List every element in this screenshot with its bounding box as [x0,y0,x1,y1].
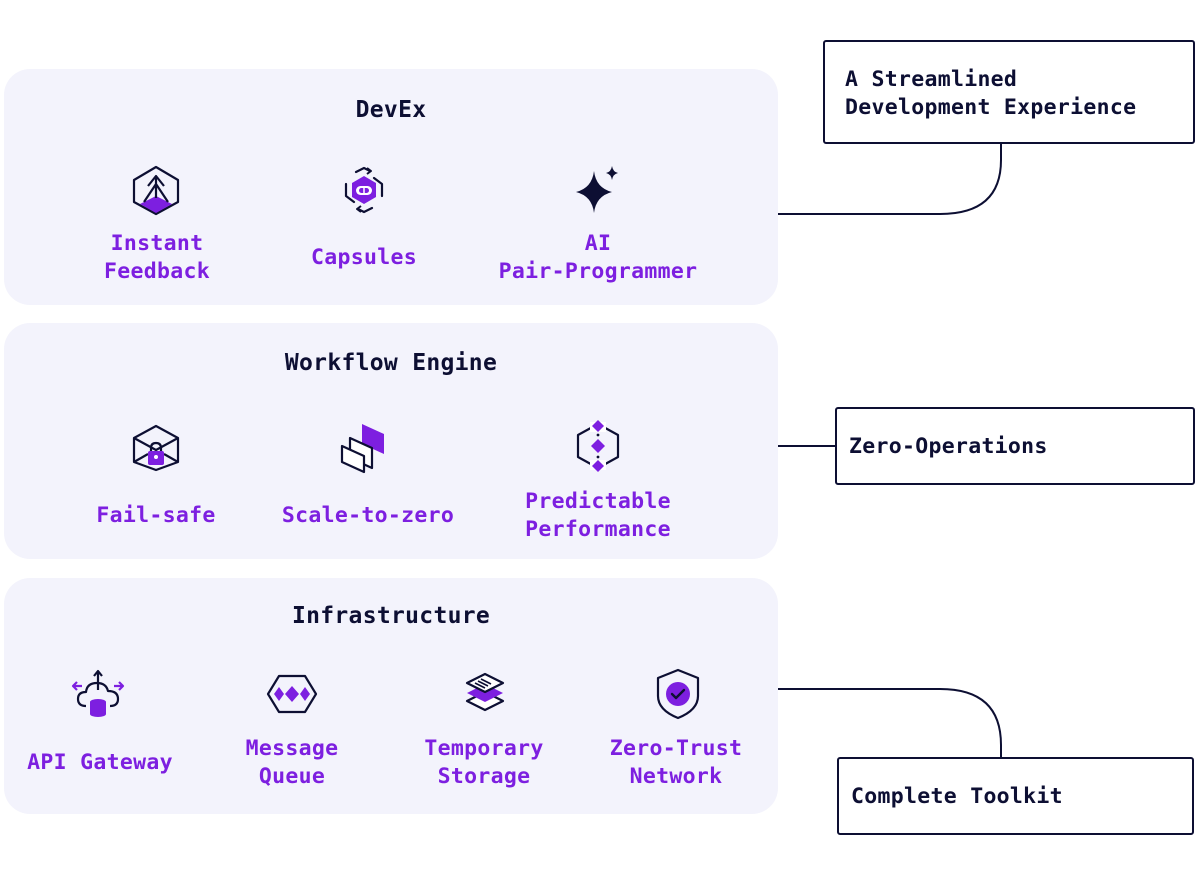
predictable-performance-icon [570,418,626,474]
infrastructure-callout: Complete Toolkit [837,757,1194,835]
ai-pair-programmer-label: AI Pair-Programmer [498,231,698,284]
instant-feedback-icon [128,162,184,218]
sparkle-icon [570,162,626,218]
shield-check-icon [650,666,706,722]
api-gateway-label: API Gateway [27,750,173,775]
scale-to-zero-label: Scale-to-zero [281,503,455,528]
temporary-storage-label: Temporary Storage [424,736,544,789]
connector-devex [778,144,1002,215]
layered-storage-icon [457,666,513,722]
instant-feedback-label: Instant Feedback [104,231,210,284]
message-queue-label: Message Queue [245,736,339,789]
connector-infrastructure [778,688,1002,758]
capsules-icon [336,162,392,218]
workflow-callout: Zero-Operations [835,407,1195,485]
devex-callout: A Streamlined Development Experience [823,40,1195,144]
api-gateway-cloud-icon [70,666,126,722]
scale-to-zero-icon [336,420,392,476]
fail-safe-lock-icon [128,420,184,476]
panel-title: DevEx [355,97,427,123]
zero-trust-network-label: Zero-Trust Network [609,736,743,789]
fail-safe-label: Fail-safe [96,503,216,528]
panel-title: Infrastructure [291,603,491,629]
workflow-engine-panel: Workflow Engine [4,323,778,559]
panel-title: Workflow Engine [284,350,498,376]
capsules-label: Capsules [311,245,417,270]
predictable-performance-label: Predictable Performance [525,489,671,542]
message-queue-icon [264,666,320,722]
infrastructure-panel: Infrastructure [4,578,778,814]
